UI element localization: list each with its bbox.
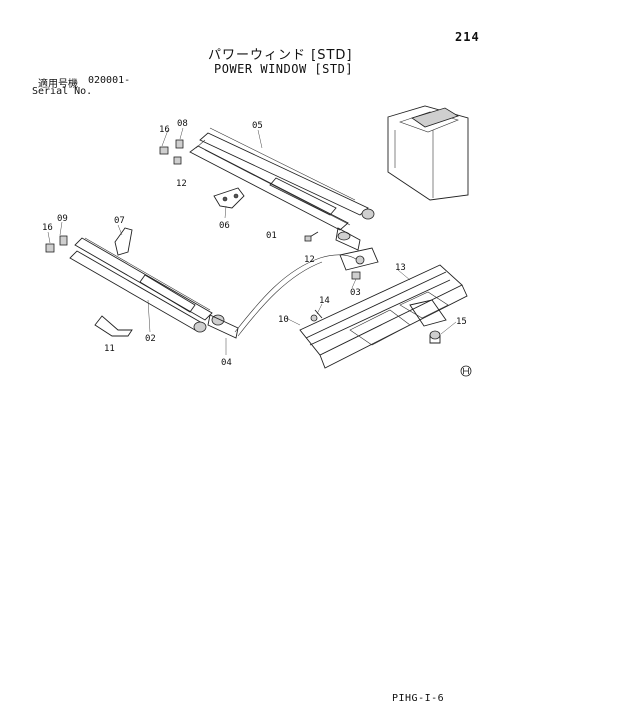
frame-13 xyxy=(299,264,468,369)
serial-label-japanese: 適用号機 xyxy=(38,79,78,90)
footer-page-code: PIHG-I-6 xyxy=(392,693,445,704)
callout-08: 08 xyxy=(177,119,188,129)
callout-10: 10 xyxy=(278,315,289,325)
callout-11: 11 xyxy=(104,344,115,354)
callout-09: 09 xyxy=(57,214,68,224)
callout-04: 04 xyxy=(221,358,232,368)
callout-14: 14 xyxy=(319,296,330,306)
callout-13: 13 xyxy=(395,263,406,273)
callout-05: 05 xyxy=(252,121,263,131)
page-title-english: POWER WINDOW [STD] xyxy=(214,62,354,76)
callout-12-lower: 12 xyxy=(304,255,315,265)
page-title-japanese: パワーウィンド [STD] xyxy=(208,48,353,63)
callout-15: 15 xyxy=(456,317,467,327)
lower-rail-assembly xyxy=(69,237,239,339)
callout-12-upper: 12 xyxy=(176,179,187,189)
serial-number-value: 020001- xyxy=(88,75,131,86)
callout-03: 03 xyxy=(350,288,361,298)
cab-location-thumbnail xyxy=(387,105,469,201)
page-number: 214 xyxy=(455,30,480,44)
circled-h-logo-icon xyxy=(460,365,472,377)
fasteners-upper xyxy=(159,139,184,165)
bracket-06 xyxy=(213,187,245,209)
callout-06: 06 xyxy=(219,221,230,231)
power-window-parts-diagram: 05 16 08 12 06 01 12 09 07 16 02 11 04 1… xyxy=(42,105,472,377)
connector-03 xyxy=(339,247,379,280)
callout-07: 07 xyxy=(114,216,125,226)
callout-02: 02 xyxy=(145,334,156,344)
upper-rail-assembly xyxy=(189,127,375,251)
serial-label-english: Serial No. xyxy=(32,86,93,97)
callout-16-lower: 16 xyxy=(42,223,53,233)
callout-16-upper: 16 xyxy=(159,125,170,135)
bracket-07 xyxy=(114,227,133,256)
handle-11 xyxy=(94,315,133,337)
callout-01: 01 xyxy=(266,231,277,241)
